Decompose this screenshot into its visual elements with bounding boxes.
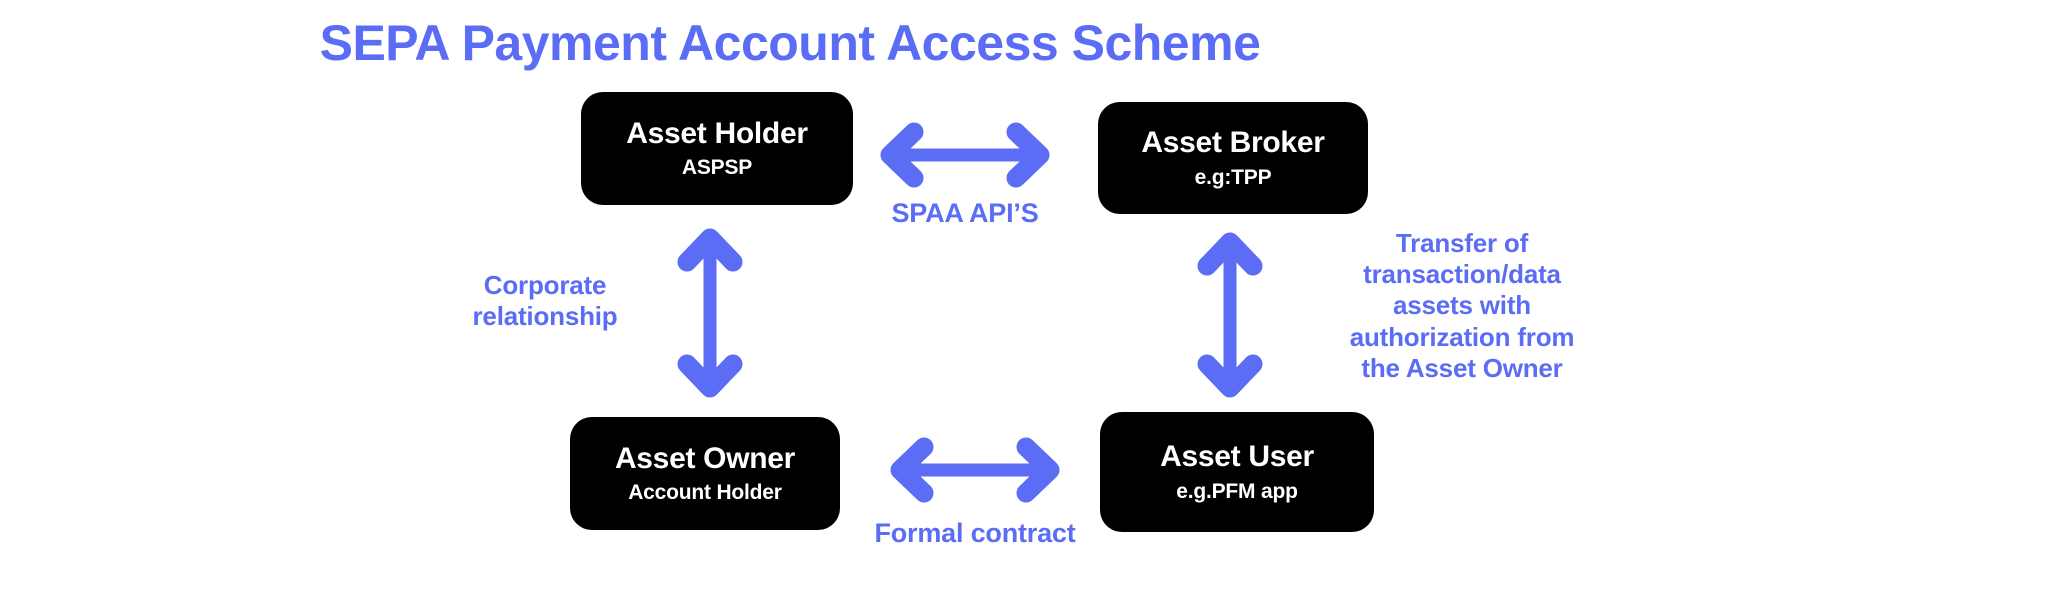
- node-asset-owner-title: Asset Owner: [614, 441, 796, 475]
- double-headed-vertical-arrow-icon: [1197, 222, 1263, 408]
- double-headed-horizontal-arrow-icon: [880, 437, 1070, 503]
- node-asset-user[interactable]: Asset User e.g.PFM app: [1100, 412, 1374, 532]
- node-asset-holder-subtitle: ASPSP: [681, 156, 753, 180]
- edge-label-transfer-line-3: assets with: [1393, 290, 1531, 321]
- page-title: SEPA Payment Account Access Scheme: [319, 15, 1261, 71]
- double-headed-vertical-arrow-icon: [677, 218, 743, 408]
- edge-label-transfer-line-5: the Asset Owner: [1361, 352, 1563, 383]
- node-asset-broker[interactable]: Asset Broker e.g:TPP: [1098, 102, 1368, 214]
- edge-label-corporate-relationship-line-1: Corporate: [483, 270, 607, 300]
- edge-label-corporate-relationship: Corporate relationship: [420, 270, 670, 331]
- edge-label-transfer-line-4: authorization from: [1349, 321, 1575, 352]
- double-headed-horizontal-arrow-icon: [870, 122, 1060, 188]
- node-asset-holder-title: Asset Holder: [626, 116, 808, 150]
- edge-label-transfer-of-assets: Transfer of transaction/data assets with…: [1302, 228, 1622, 384]
- edge-label-corporate-relationship-line-2: relationship: [472, 300, 618, 331]
- node-asset-user-title: Asset User: [1160, 440, 1314, 474]
- edge-label-formal-contract: Formal contract: [874, 518, 1076, 548]
- node-asset-broker-title: Asset Broker: [1141, 126, 1325, 160]
- node-asset-holder[interactable]: Asset Holder ASPSP: [581, 92, 853, 205]
- edge-label-transfer-line-1: Transfer of: [1395, 228, 1529, 258]
- edge-label-spaa-apis: SPAA API’S: [891, 198, 1039, 228]
- node-asset-broker-subtitle: e.g:TPP: [1194, 165, 1272, 189]
- node-asset-owner[interactable]: Asset Owner Account Holder: [570, 417, 840, 530]
- node-asset-user-subtitle: e.g.PFM app: [1176, 479, 1298, 503]
- node-asset-owner-subtitle: Account Holder: [628, 481, 782, 505]
- edge-label-transfer-line-2: transaction/data: [1363, 259, 1561, 290]
